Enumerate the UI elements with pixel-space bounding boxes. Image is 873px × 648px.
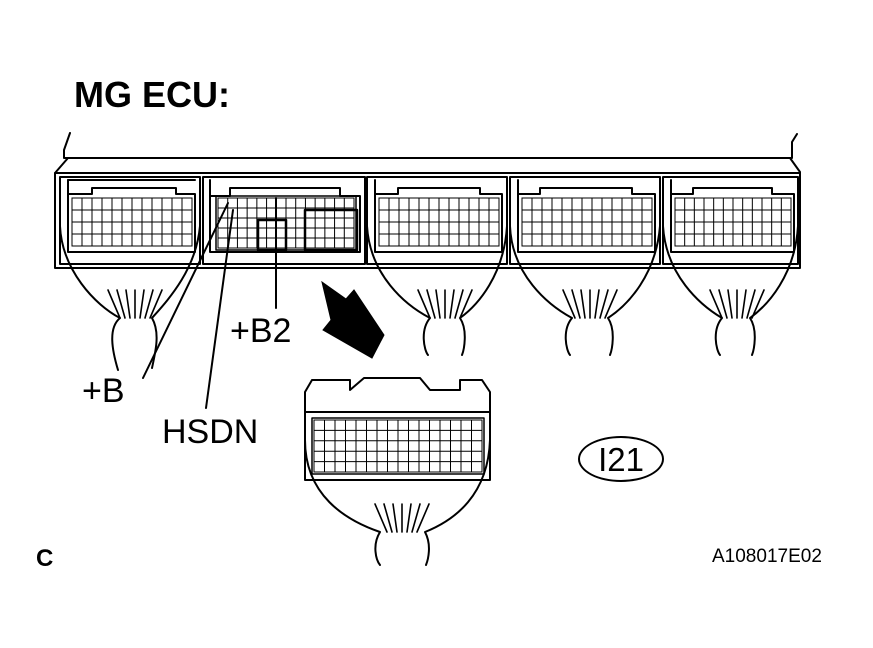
pin-label-hsdn: HSDN xyxy=(162,413,259,451)
ecu-housing-outline xyxy=(63,132,798,159)
pin-label-plus-b2: +B2 xyxy=(230,312,292,350)
wire-fan xyxy=(374,503,430,533)
leader-line-hsdn xyxy=(205,209,234,409)
terminal-grid xyxy=(674,197,792,247)
pin-label-plus-b: +B xyxy=(82,372,125,410)
figure-code: A108017E02 xyxy=(712,546,822,567)
terminal-grid xyxy=(378,197,500,247)
terminal-grid xyxy=(71,197,193,247)
enlarged-connector xyxy=(304,377,491,566)
corner-letter: C xyxy=(36,545,54,572)
wire-bundles xyxy=(107,289,765,533)
ecu-connector-1 xyxy=(59,176,201,371)
wire-fan xyxy=(709,289,765,319)
ecu-connector-4 xyxy=(509,176,661,356)
wire-fan xyxy=(107,289,163,319)
wire-fan xyxy=(417,289,473,319)
terminal-grid xyxy=(521,197,653,247)
connector-id-label: I21 xyxy=(598,440,644,478)
connector-id-badge: I21 xyxy=(578,436,664,482)
leader-line-plus-b xyxy=(142,202,229,379)
terminal-grid xyxy=(313,419,483,473)
wire-fan xyxy=(562,289,618,319)
ecu-connector-5 xyxy=(662,176,799,356)
pointer-arrow xyxy=(321,280,385,359)
terminal-grids xyxy=(71,197,792,473)
ecu-connector-3 xyxy=(366,176,508,356)
terminal-grid xyxy=(217,197,355,249)
page-title: MG ECU: xyxy=(74,74,230,115)
